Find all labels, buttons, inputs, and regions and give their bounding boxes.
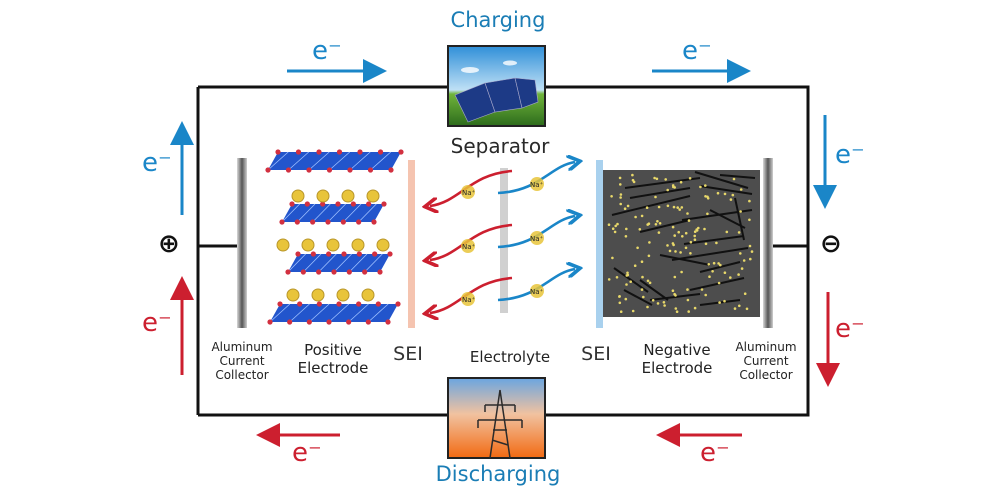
ion-arrow-discharge: Na⁺ — [430, 276, 513, 313]
discharging-label: Discharging — [435, 462, 561, 486]
charging-label: Charging — [450, 8, 546, 32]
sodium-ion — [341, 189, 355, 203]
negative-electrode-graphite — [603, 170, 760, 317]
negative-electrode-label: Negative Electrode — [641, 341, 713, 377]
sodium-ion — [311, 288, 325, 302]
collector-right-label: Aluminum Current Collector — [735, 340, 797, 382]
ion-arrow-charge: Na⁺ — [497, 269, 575, 302]
electron-label-top-left: e⁻ — [312, 36, 342, 66]
cathode-layer — [265, 149, 404, 173]
sei-layer-negative — [596, 160, 603, 328]
electrolyte-label: Electrolyte — [469, 348, 551, 366]
sei-right-label: SEI — [581, 343, 611, 365]
electron-label-left-red: e⁻ — [142, 308, 172, 338]
ion-label: Na⁺ — [462, 243, 476, 251]
electron-label-right-red: e⁻ — [835, 314, 865, 344]
positive-terminal-icon: ⊕ — [158, 229, 180, 259]
ion-arrow-charge: Na⁺ — [497, 162, 575, 195]
electron-label-bottom-right: e⁻ — [700, 438, 730, 468]
sodium-ion — [326, 238, 340, 252]
sodium-ion — [316, 189, 330, 203]
negative-terminal-icon: ⊖ — [820, 229, 842, 259]
cathode-layer — [285, 251, 393, 275]
sodium-ion — [291, 189, 305, 203]
ion-label: Na⁺ — [530, 181, 544, 189]
power-tower-image — [447, 377, 546, 459]
sei-layer-positive — [408, 160, 415, 328]
sodium-ion — [351, 238, 365, 252]
collector-right — [763, 158, 773, 328]
sodium-ion — [366, 189, 380, 203]
sodium-ion — [336, 288, 350, 302]
collector-left — [237, 158, 247, 328]
ion-label: Na⁺ — [462, 189, 476, 197]
external-circuit — [196, 85, 810, 417]
sodium-ion — [301, 238, 315, 252]
ion-arrow-discharge: Na⁺ — [430, 169, 513, 206]
sodium-ion — [276, 238, 290, 252]
electron-label-top-right: e⁻ — [682, 36, 712, 66]
collector-left-label: Aluminum Current Collector — [211, 340, 273, 382]
positive-electrode-layers — [265, 149, 404, 325]
ion-arrow-discharge: Na⁺ — [430, 223, 513, 260]
separator-membrane — [500, 168, 508, 313]
ion-arrow-charge: Na⁺ — [497, 216, 575, 249]
electron-label-left-blue: e⁻ — [142, 148, 172, 178]
sodium-ion — [361, 288, 375, 302]
electron-arrows — [170, 59, 840, 447]
electron-label-bottom-left: e⁻ — [292, 438, 322, 468]
sodium-ion — [286, 288, 300, 302]
separator-label: Separator — [450, 134, 550, 158]
solar-panel-image — [447, 45, 546, 127]
positive-electrode-label: Positive Electrode — [297, 341, 369, 377]
ion-label: Na⁺ — [530, 235, 544, 243]
cathode-layer — [279, 201, 387, 225]
ion-label: Na⁺ — [530, 288, 544, 296]
sei-left-label: SEI — [393, 343, 423, 365]
ion-label: Na⁺ — [462, 296, 476, 304]
ion-flow: Na⁺ Na⁺ Na⁺ Na⁺ Na⁺ Na⁺ — [430, 162, 575, 313]
sodium-ion — [376, 238, 390, 252]
cathode-layer — [267, 301, 401, 325]
electron-label-right-blue: e⁻ — [835, 140, 865, 170]
